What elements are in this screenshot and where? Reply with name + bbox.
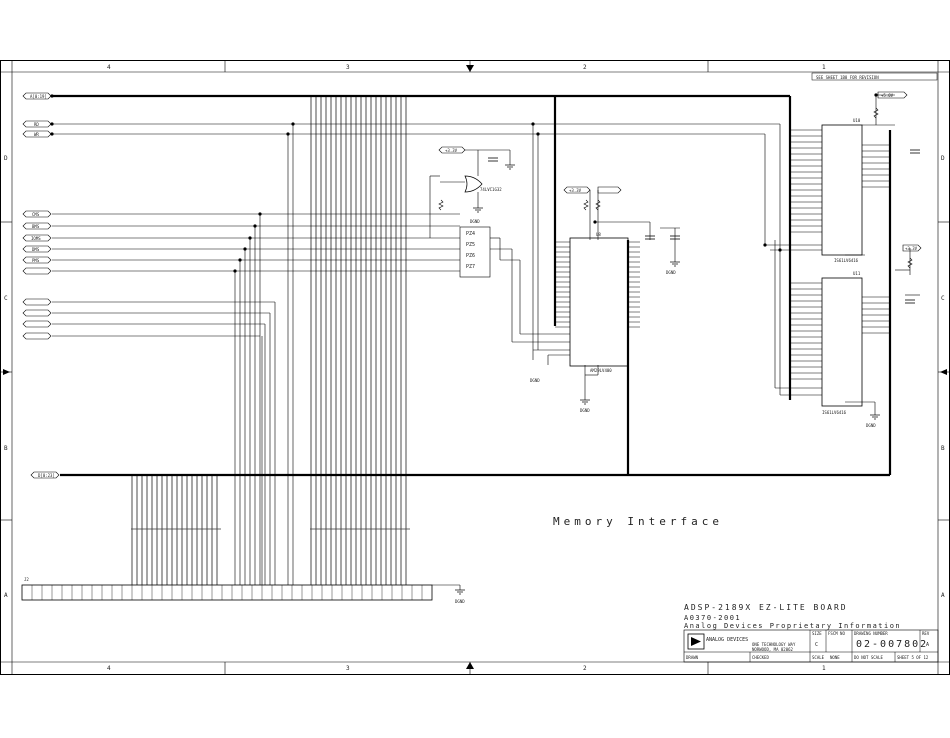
zone-bottom-1: 1 — [822, 665, 826, 672]
port-wr: WR — [34, 132, 39, 137]
zone-top-2: 2 — [583, 64, 587, 71]
section-title: Memory Interface — [553, 515, 723, 528]
gnd-label-6: DGND — [530, 378, 540, 383]
drawing-number-label: DRAWING NUMBER — [854, 631, 888, 636]
net-label-marks — [131, 528, 410, 530]
zone-left-d: D — [4, 155, 8, 162]
proprietary-notice: Analog Devices Proprietary Information — [684, 622, 901, 630]
port-rd: RD — [34, 122, 39, 127]
board-title: ADSP-2189X EZ-LITE BOARD — [684, 603, 848, 612]
logo-triangle-icon — [691, 637, 701, 646]
zone-top-4: 4 — [107, 64, 111, 71]
address-line2: NORWOOD, MA 02062 — [752, 647, 794, 652]
power-label-ram: +5.0V — [881, 93, 894, 98]
power-flags: +3.3V +3.3V +5.0V +3.3V — [438, 91, 922, 252]
drawing-number: 02-007802 — [856, 639, 928, 650]
u8-part: AM29LV400 — [590, 368, 612, 373]
pz6-label: PZ6 — [466, 253, 475, 259]
ground-symbols — [455, 164, 880, 595]
do-not-scale: DO NOT SCALE — [854, 655, 883, 660]
zone-top-1: 1 — [822, 64, 826, 71]
power-label-gate: +3.3V — [445, 148, 458, 153]
zone-bottom-2: 2 — [583, 665, 587, 672]
gnd-label-4: DGND — [866, 423, 876, 428]
rev-label: REV — [922, 631, 930, 636]
power-label-ram2: +3.3V — [905, 246, 918, 251]
port-flags: A[0:19] RD WR CMS BMS IOMS DMS PMS D[0:2… — [22, 92, 60, 479]
zone-top-3: 3 — [346, 64, 350, 71]
sheet-border — [0, 60, 950, 675]
junction-dots — [50, 93, 878, 273]
u11-part: IS61LV6416 — [822, 410, 847, 415]
zone-right-d: D — [941, 155, 945, 162]
decoder-block — [459, 226, 491, 278]
zone-right-c: C — [941, 295, 945, 302]
power-label-flash: +3.3V — [569, 188, 582, 193]
assembly-number: A0370-2001 — [684, 614, 741, 622]
gnd-label-5: DGND — [455, 599, 465, 604]
connector-j2: J2 — [21, 577, 461, 601]
port-address: A[0:19] — [30, 94, 47, 99]
port-dms: DMS — [32, 247, 40, 252]
zone-left-a: A — [4, 592, 8, 599]
size-label: SIZE — [812, 631, 822, 636]
drawn-label: DRAWN — [686, 655, 699, 660]
title-block: ADSP-2189X EZ-LITE BOARD A0370-2001 Anal… — [683, 603, 939, 663]
u8-refdes: U8 — [596, 232, 601, 237]
center-arrow-right-icon — [940, 369, 947, 375]
scale-value: NONE — [830, 655, 840, 660]
sheet-count: SHEET 5 OF 12 — [897, 655, 929, 660]
signal-wires — [52, 94, 920, 585]
revision-note: SEE SHEET 1B8 FOR REVISION — [816, 75, 879, 80]
zone-bottom-3: 3 — [346, 665, 350, 672]
center-arrow-left-icon — [3, 369, 10, 375]
u10-part: IS61LV6416 — [834, 258, 859, 263]
zone-bottom-4: 4 — [107, 665, 111, 672]
pz5-label: PZ5 — [466, 242, 475, 248]
port-pms: PMS — [32, 258, 40, 263]
checked-label: CHECKED — [752, 655, 769, 660]
pz7-label: PZ7 — [466, 264, 475, 270]
sram-chip-u11: U11 IS61LV6416 — [790, 271, 890, 415]
zone-right-b: B — [941, 445, 945, 452]
gate-part: 74LVC1G32 — [480, 187, 502, 192]
sram-chip-u10: U10 IS61LV6416 — [790, 118, 890, 263]
bus-lines — [52, 94, 892, 477]
zone-left-c: C — [4, 295, 8, 302]
port-bms: BMS — [32, 224, 40, 229]
gnd-label-1: DGND — [470, 219, 480, 224]
fscm-label: FSCM NO — [828, 631, 845, 636]
or-gate — [464, 175, 483, 193]
address-lines — [310, 96, 407, 585]
flash-chip-u8: U8 AM29LV400 — [555, 232, 640, 373]
address-line1: ONE TECHNOLOGY WAY — [752, 642, 796, 647]
port-data: D[0:23] — [38, 473, 55, 478]
u10-refdes: U10 — [853, 118, 861, 123]
rev-value: A — [926, 642, 929, 648]
data-lines — [131, 475, 218, 585]
zone-right-a: A — [941, 592, 945, 599]
center-arrow-top-icon — [466, 65, 474, 72]
port-cms: CMS — [32, 212, 40, 217]
j2-refdes: J2 — [24, 577, 29, 582]
pz4-label: PZ4 — [466, 231, 475, 237]
gnd-label-3: DGND — [666, 270, 676, 275]
capacitors — [488, 149, 920, 304]
scale-label: SCALE — [812, 655, 825, 660]
company-name: ANALOG DEVICES — [706, 637, 748, 643]
zone-left-b: B — [4, 445, 8, 452]
u11-refdes: U11 — [853, 271, 861, 276]
center-arrow-bottom-icon — [466, 662, 474, 669]
resistors — [438, 107, 913, 269]
port-ioms: IOMS — [31, 236, 41, 241]
gnd-label-2: DGND — [580, 408, 590, 413]
size-value: C — [815, 642, 818, 648]
